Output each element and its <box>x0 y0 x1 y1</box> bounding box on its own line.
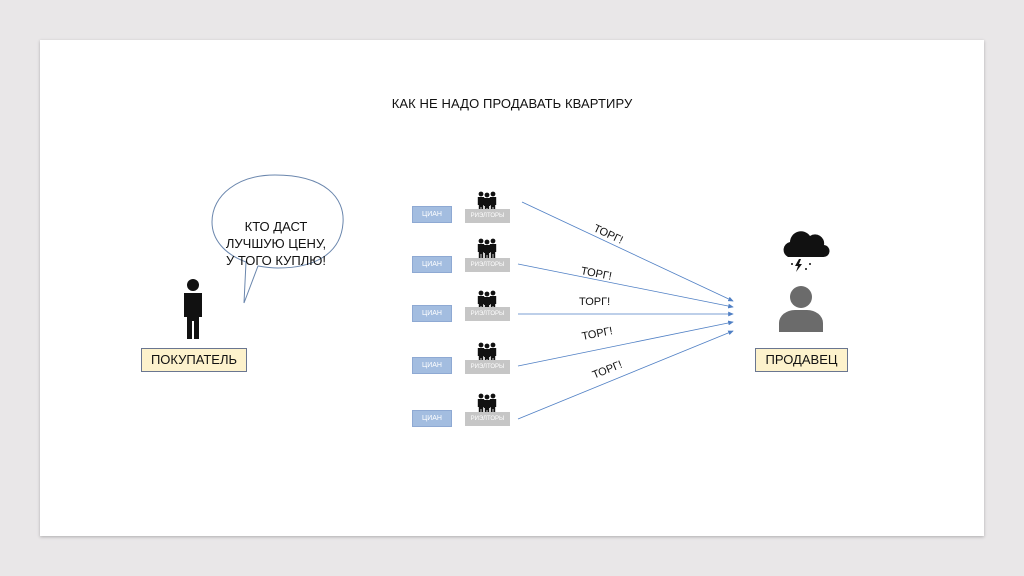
seller-label: ПРОДАВЕЦ <box>755 348 848 372</box>
agents-box-1: РИЭЛТОРЫ <box>465 209 510 223</box>
agents-box-5: РИЭЛТОРЫ <box>465 412 510 426</box>
platform-box-3: ЦИАН <box>412 305 452 322</box>
arrow-1 <box>521 201 734 302</box>
agents-box-2: РИЭЛТОРЫ <box>465 258 510 272</box>
agents-box-4: РИЭЛТОРЫ <box>465 360 510 374</box>
speech-bubble-text: КТО ДАСТ ЛУЧШУЮ ЦЕНУ, У ТОГО КУПЛЮ! <box>210 218 342 269</box>
seller-figure-icon <box>779 286 823 332</box>
bargain-label-3: ТОРГ! <box>579 296 611 308</box>
platform-box-2: ЦИАН <box>412 256 452 273</box>
arrow-5 <box>517 330 734 420</box>
slide: КАК НЕ НАДО ПРОДАВАТЬ КВАРТИРУ <box>40 40 984 536</box>
speech-line-3: У ТОГО КУПЛЮ! <box>226 253 326 268</box>
arrow-4 <box>517 320 734 367</box>
buyer-figure-icon <box>184 279 202 339</box>
diagram-canvas <box>184 174 830 420</box>
speech-line-1: КТО ДАСТ <box>244 219 308 234</box>
storm-cloud-icon <box>783 231 830 272</box>
agents-box-3: РИЭЛТОРЫ <box>465 307 510 321</box>
arrow-2 <box>517 263 734 309</box>
platform-box-5: ЦИАН <box>412 410 452 427</box>
speech-bubble <box>211 174 344 304</box>
buyer-label: ПОКУПАТЕЛЬ <box>141 348 247 372</box>
slide-title: КАК НЕ НАДО ПРОДАВАТЬ КВАРТИРУ <box>391 96 633 111</box>
speech-line-2: ЛУЧШУЮ ЦЕНУ, <box>225 236 327 251</box>
platform-box-1: ЦИАН <box>412 206 452 223</box>
platform-box-4: ЦИАН <box>412 357 452 374</box>
